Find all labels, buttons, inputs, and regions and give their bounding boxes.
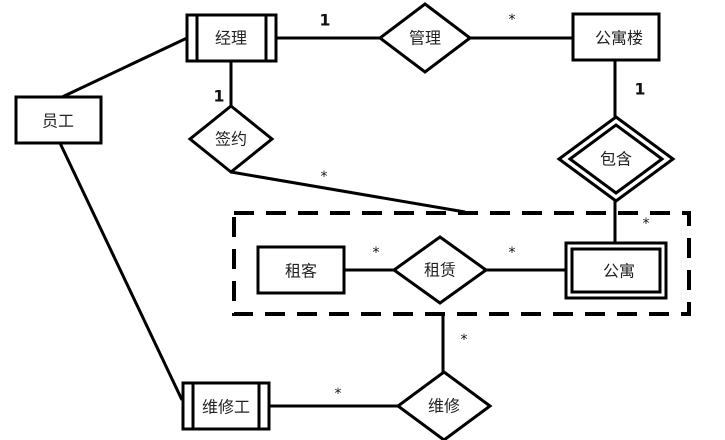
entity-building[interactable]: 公寓楼 [571, 12, 661, 62]
entity-apartment[interactable]: 公寓 [564, 241, 668, 300]
cardinality-repairman-repair: * [335, 386, 342, 402]
relationship-manage-label: 管理 [409, 29, 441, 48]
cardinality-rent-apartment: * [509, 245, 516, 261]
relationship-sign[interactable]: 签约 [187, 104, 275, 174]
relationship-rent-label: 租赁 [424, 261, 456, 280]
cardinality-tenant-rent: * [373, 245, 380, 261]
entity-manager[interactable]: 经理 [185, 13, 278, 63]
relationship-repair-label: 维修 [428, 397, 460, 416]
cardinality-building-contain: 1 [634, 80, 645, 99]
cardinality-contain-apartment: * [643, 216, 650, 232]
entity-tenant-label: 租客 [285, 262, 317, 281]
cardinality-aggregate-repair: * [461, 332, 468, 348]
entity-repairman[interactable]: 维修工 [181, 381, 271, 431]
cardinality-manage-building: * [509, 12, 516, 28]
relationship-contain[interactable]: 包含 [556, 115, 676, 203]
relationship-repair[interactable]: 维修 [395, 370, 493, 440]
line-sign-aggregate [230, 170, 466, 214]
entity-building-label: 公寓楼 [595, 29, 643, 48]
relationship-contain-label: 包含 [600, 150, 632, 169]
entity-repairman-label: 维修工 [202, 398, 250, 417]
cardinality-manager-manage: 1 [319, 11, 330, 30]
cardinality-manager-sign: 1 [213, 87, 224, 106]
entity-manager-label: 经理 [215, 29, 247, 48]
cardinality-sign-aggregate: * [321, 169, 328, 185]
line-employee-repairman [58, 142, 184, 401]
relationship-rent[interactable]: 租赁 [391, 235, 489, 305]
relationship-manage[interactable]: 管理 [377, 2, 473, 74]
line-employee-manager [59, 36, 188, 100]
entity-apartment-label: 公寓 [603, 262, 635, 281]
entity-employee[interactable]: 员工 [14, 95, 103, 145]
entity-tenant[interactable]: 租客 [256, 245, 346, 295]
relationship-sign-label: 签约 [215, 130, 247, 149]
aggregation-box [232, 211, 691, 316]
entity-employee-label: 员工 [42, 112, 74, 131]
